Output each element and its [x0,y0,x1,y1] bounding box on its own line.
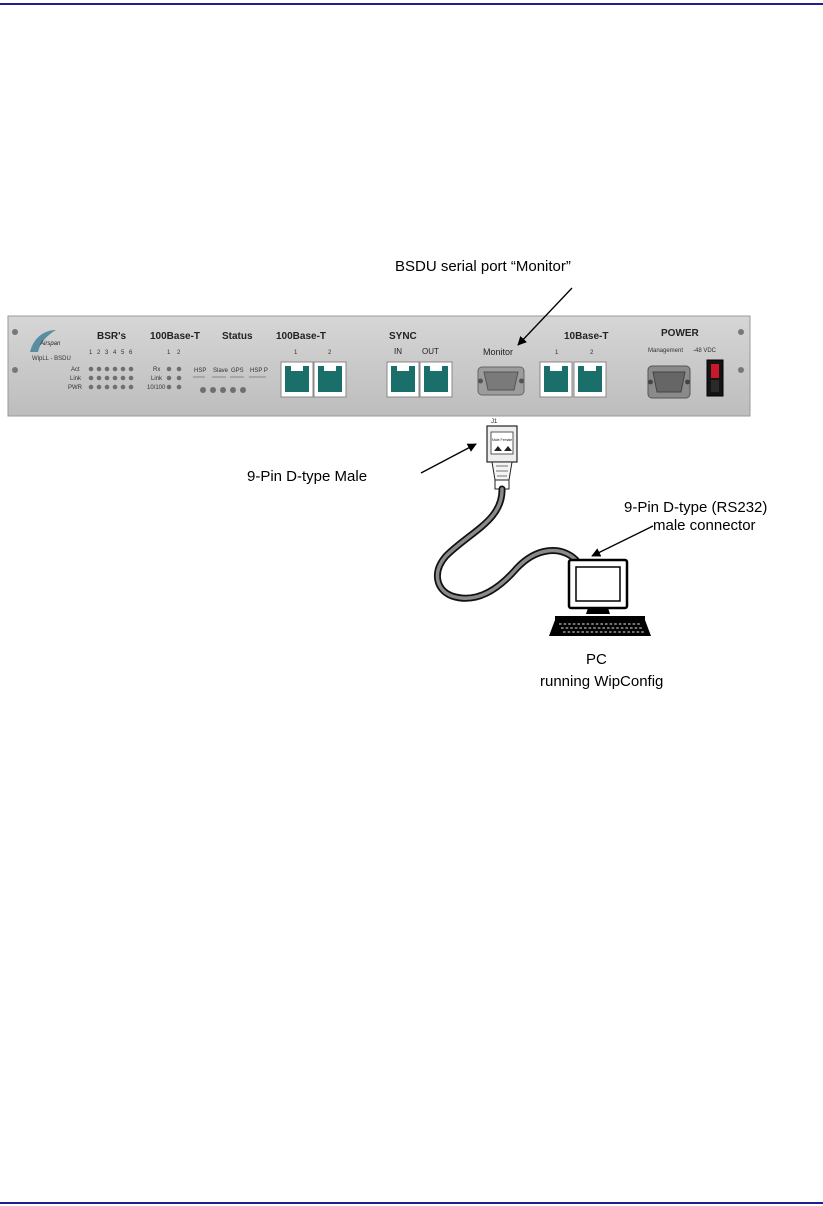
led-indicator-icon [97,367,102,372]
status-title: Status [222,331,253,342]
led-indicator-icon [129,376,134,381]
base-left-row-label: 10/100 [147,385,166,391]
led-indicator-icon [230,387,236,393]
led-indicator-icon [97,376,102,381]
status-label-hspp: HSP P [250,368,268,374]
eth2-port-1 [540,362,572,397]
bsdu-front-panel: Airspan WipLL - BSDU BSR's 1 2 3 4 5 6 A… [8,316,750,416]
mounting-screw-icon [12,367,18,373]
power-switch-icon [707,360,723,396]
rs232-callout-line1: 9-Pin D-type (RS232) [624,499,767,516]
base-left-row-label: Link [151,376,163,382]
mounting-screw-icon [12,329,18,335]
led-indicator-icon [129,367,134,372]
management-label: Management [648,348,683,354]
eth2-title: 10Base-T [564,331,608,342]
mounting-screw-icon [738,367,744,373]
monitor-port-title: Monitor [483,347,513,357]
monitor-port-callout: BSDU serial port “Monitor” [395,258,571,275]
led-indicator-icon [89,367,94,372]
led-indicator-icon [210,387,216,393]
dtype-callout-arrow [421,444,476,473]
led-indicator-icon [121,385,126,390]
eth2-port-2 [574,362,606,397]
led-indicator-icon [121,367,126,372]
connector-j1-label: J1 [491,419,498,425]
bsrs-title: BSR's [97,331,126,342]
led-indicator-icon [220,387,226,393]
connector-tag: Male Female [492,438,512,442]
led-indicator-icon [129,385,134,390]
mounting-screw-icon [738,329,744,335]
eth1-port-2 [314,362,346,397]
power-title: POWER [661,328,700,339]
base-left-row-label: Rx [153,367,160,373]
led-indicator-icon [105,385,110,390]
led-indicator-icon [113,367,118,372]
led-indicator-icon [240,387,246,393]
led-indicator-icon [167,367,172,372]
bsr-row-label: Link [70,376,82,382]
sync-in-port [387,362,419,397]
led-indicator-icon [113,385,118,390]
status-label-slave: Slave [213,368,229,374]
rs232-callout-line2: male connector [653,517,756,534]
led-indicator-icon [113,376,118,381]
eth1-title: 100Base-T [276,331,326,342]
eth1-port-1 [281,362,313,397]
dtype-male-connector: J1 Male Female [487,419,517,489]
brand-label: Airspan [39,341,61,347]
led-indicator-icon [167,385,172,390]
led-indicator-icon [177,385,182,390]
status-label-gps: GPS [231,368,244,374]
vdc-label: -48 VDC [693,348,717,354]
led-indicator-icon [121,376,126,381]
bsr-row-label: Act [71,367,80,373]
pc-computer-icon [549,560,651,636]
led-indicator-icon [97,385,102,390]
rs232-callout-arrow [592,526,653,556]
led-indicator-icon [167,376,172,381]
sync-in-label: IN [394,347,402,356]
sync-out-port [420,362,452,397]
model-label: WipLL - BSDU [32,356,71,362]
pc-label-line2: running WipConfig [540,673,663,690]
dtype-male-callout: 9-Pin D-type Male [247,468,367,485]
led-indicator-icon [105,367,110,372]
led-indicator-icon [89,385,94,390]
led-indicator-icon [177,367,182,372]
sync-title: SYNC [389,331,417,342]
status-label-hsp: HSP [194,368,206,374]
management-serial-port [648,366,690,398]
pc-label-line1: PC [586,651,607,668]
led-indicator-icon [177,376,182,381]
led-indicator-icon [105,376,110,381]
bsr-row-label: PWR [68,385,83,391]
base-left-title: 100Base-T [150,331,200,342]
led-indicator-icon [89,376,94,381]
sync-out-label: OUT [422,347,439,356]
led-indicator-icon [200,387,206,393]
monitor-serial-port [478,367,524,395]
